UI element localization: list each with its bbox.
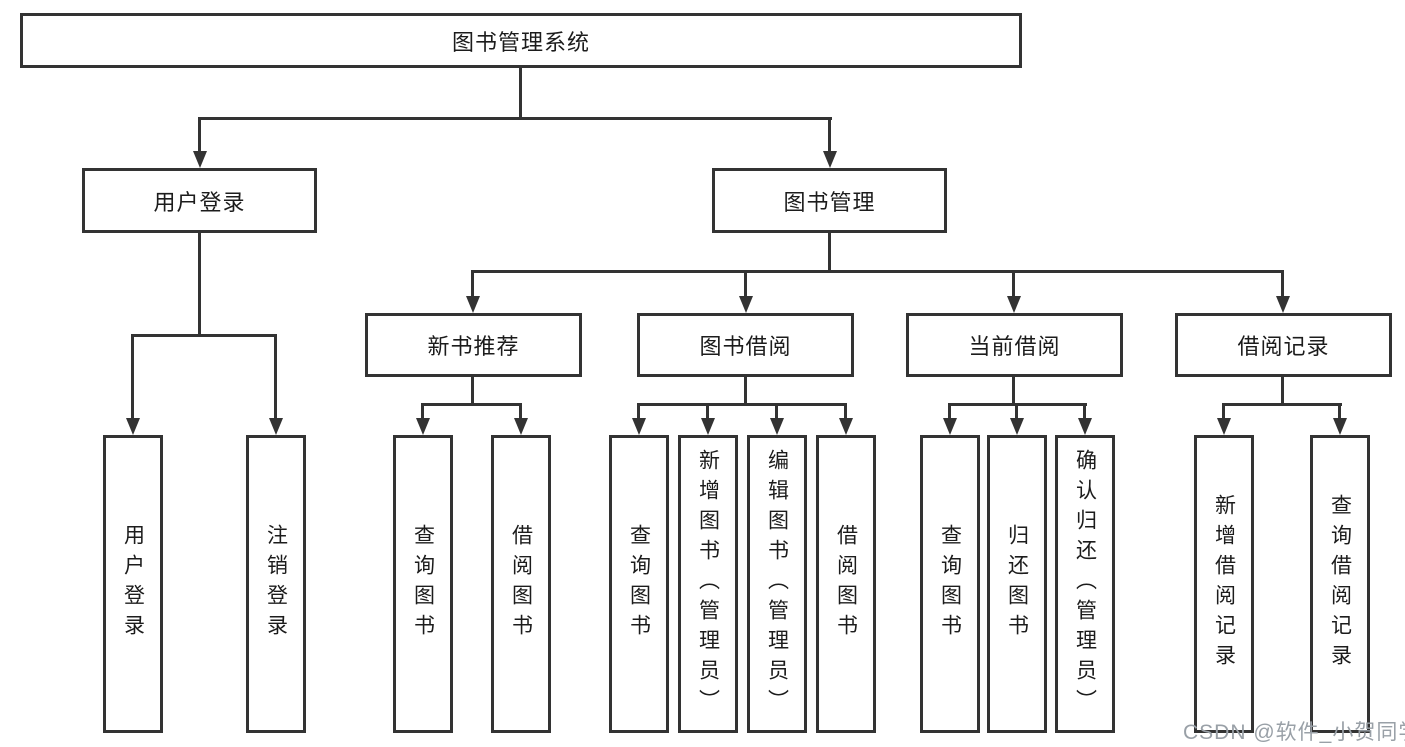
node-root-label: 图书管理系统 xyxy=(451,29,590,55)
leaf-newbooks-borrow-books: 借阅图书 xyxy=(491,435,551,733)
connector-line xyxy=(198,233,201,336)
arrow-down-icon xyxy=(1333,418,1347,435)
leaf-user-login-label: 用户登录 xyxy=(121,524,145,644)
connector-line xyxy=(421,403,521,406)
arrow-down-icon xyxy=(416,418,430,435)
leaf-borrow-edit-books-admin-label: 编辑图书（管理员） xyxy=(765,449,789,719)
connector-line xyxy=(198,117,201,154)
arrow-down-icon xyxy=(1217,418,1231,435)
leaf-records-add-record: 新增借阅记录 xyxy=(1194,435,1254,733)
connector-line xyxy=(744,377,747,405)
arrow-down-icon xyxy=(269,418,283,435)
arrow-down-icon xyxy=(739,296,753,313)
connector-line xyxy=(948,403,951,420)
node-new-book-recommend-label: 新书推荐 xyxy=(427,334,520,359)
arrow-down-icon xyxy=(1078,418,1092,435)
node-book-borrow: 图书借阅 xyxy=(637,313,854,377)
connector-line xyxy=(519,68,522,120)
connector-line xyxy=(471,270,1284,273)
leaf-current-return-books-label: 归还图书 xyxy=(1005,524,1029,644)
connector-line xyxy=(744,270,747,298)
connector-line xyxy=(828,233,831,272)
connector-line xyxy=(1222,403,1225,420)
node-borrow-records-label: 借阅记录 xyxy=(1237,334,1330,359)
leaf-newbooks-query-books: 查询图书 xyxy=(393,435,453,733)
connector-line xyxy=(274,334,277,420)
leaf-borrow-query-books-label: 查询图书 xyxy=(627,524,651,644)
connector-line xyxy=(637,403,640,420)
leaf-borrow-borrow-books-label: 借阅图书 xyxy=(834,524,858,644)
leaf-newbooks-query-books-label: 查询图书 xyxy=(411,524,435,644)
node-user-login-label: 用户登录 xyxy=(153,189,246,215)
leaf-borrow-edit-books-admin: 编辑图书（管理员） xyxy=(747,435,807,733)
leaf-current-query-books: 查询图书 xyxy=(920,435,980,733)
leaf-borrow-query-books: 查询图书 xyxy=(609,435,669,733)
connector-line xyxy=(519,403,522,420)
connector-line xyxy=(1281,377,1284,405)
leaf-logout: 注销登录 xyxy=(246,435,306,733)
arrow-down-icon xyxy=(1010,418,1024,435)
arrow-down-icon xyxy=(632,418,646,435)
leaf-logout-label: 注销登录 xyxy=(264,524,288,644)
connector-line xyxy=(131,334,134,420)
connector-line xyxy=(706,403,709,420)
connector-line xyxy=(198,117,832,120)
leaf-borrow-add-books-admin-label: 新增图书（管理员） xyxy=(696,449,720,719)
connector-line xyxy=(471,270,474,298)
connector-line xyxy=(775,403,778,420)
connector-line xyxy=(637,403,847,406)
arrow-down-icon xyxy=(1007,296,1021,313)
node-book-management-label: 图书管理 xyxy=(783,189,876,215)
leaf-current-query-books-label: 查询图书 xyxy=(938,524,962,644)
leaf-borrow-borrow-books: 借阅图书 xyxy=(816,435,876,733)
leaf-records-query-record: 查询借阅记录 xyxy=(1310,435,1370,733)
csdn-watermark: CSDN @软件_小贺同学 xyxy=(1183,721,1405,744)
arrow-down-icon xyxy=(126,418,140,435)
connector-line xyxy=(421,403,424,420)
node-current-borrow-label: 当前借阅 xyxy=(968,334,1061,359)
node-borrow-records: 借阅记录 xyxy=(1175,313,1392,377)
node-new-book-recommend: 新书推荐 xyxy=(365,313,582,377)
connector-line xyxy=(131,334,277,337)
connector-line xyxy=(828,117,831,154)
leaf-borrow-add-books-admin: 新增图书（管理员） xyxy=(678,435,738,733)
connector-line xyxy=(1338,403,1341,420)
leaf-records-add-record-label: 新增借阅记录 xyxy=(1212,494,1236,674)
node-book-management: 图书管理 xyxy=(712,168,947,233)
leaf-current-confirm-return-admin: 确认归还（管理员） xyxy=(1055,435,1115,733)
arrow-down-icon xyxy=(514,418,528,435)
arrow-down-icon xyxy=(823,151,837,168)
connector-line xyxy=(1012,270,1015,298)
node-book-borrow-label: 图书借阅 xyxy=(699,334,792,359)
connector-line xyxy=(1281,270,1284,298)
connector-line xyxy=(1222,403,1342,406)
leaf-records-query-record-label: 查询借阅记录 xyxy=(1328,494,1352,674)
leaf-user-login: 用户登录 xyxy=(103,435,163,733)
arrow-down-icon xyxy=(701,418,715,435)
leaf-current-return-books: 归还图书 xyxy=(987,435,1047,733)
arrow-down-icon xyxy=(839,418,853,435)
leaf-newbooks-borrow-books-label: 借阅图书 xyxy=(509,524,533,644)
arrow-down-icon xyxy=(466,296,480,313)
connector-line xyxy=(844,403,847,420)
arrow-down-icon xyxy=(943,418,957,435)
leaf-current-confirm-return-admin-label: 确认归还（管理员） xyxy=(1073,449,1097,719)
connector-line xyxy=(471,377,474,405)
connector-line xyxy=(1012,377,1015,405)
arrow-down-icon xyxy=(1276,296,1290,313)
node-current-borrow: 当前借阅 xyxy=(906,313,1123,377)
node-user-login: 用户登录 xyxy=(82,168,317,233)
arrow-down-icon xyxy=(193,151,207,168)
arrow-down-icon xyxy=(770,418,784,435)
connector-line xyxy=(1015,403,1018,420)
node-root-system: 图书管理系统 xyxy=(20,13,1022,68)
connector-line xyxy=(1083,403,1086,420)
